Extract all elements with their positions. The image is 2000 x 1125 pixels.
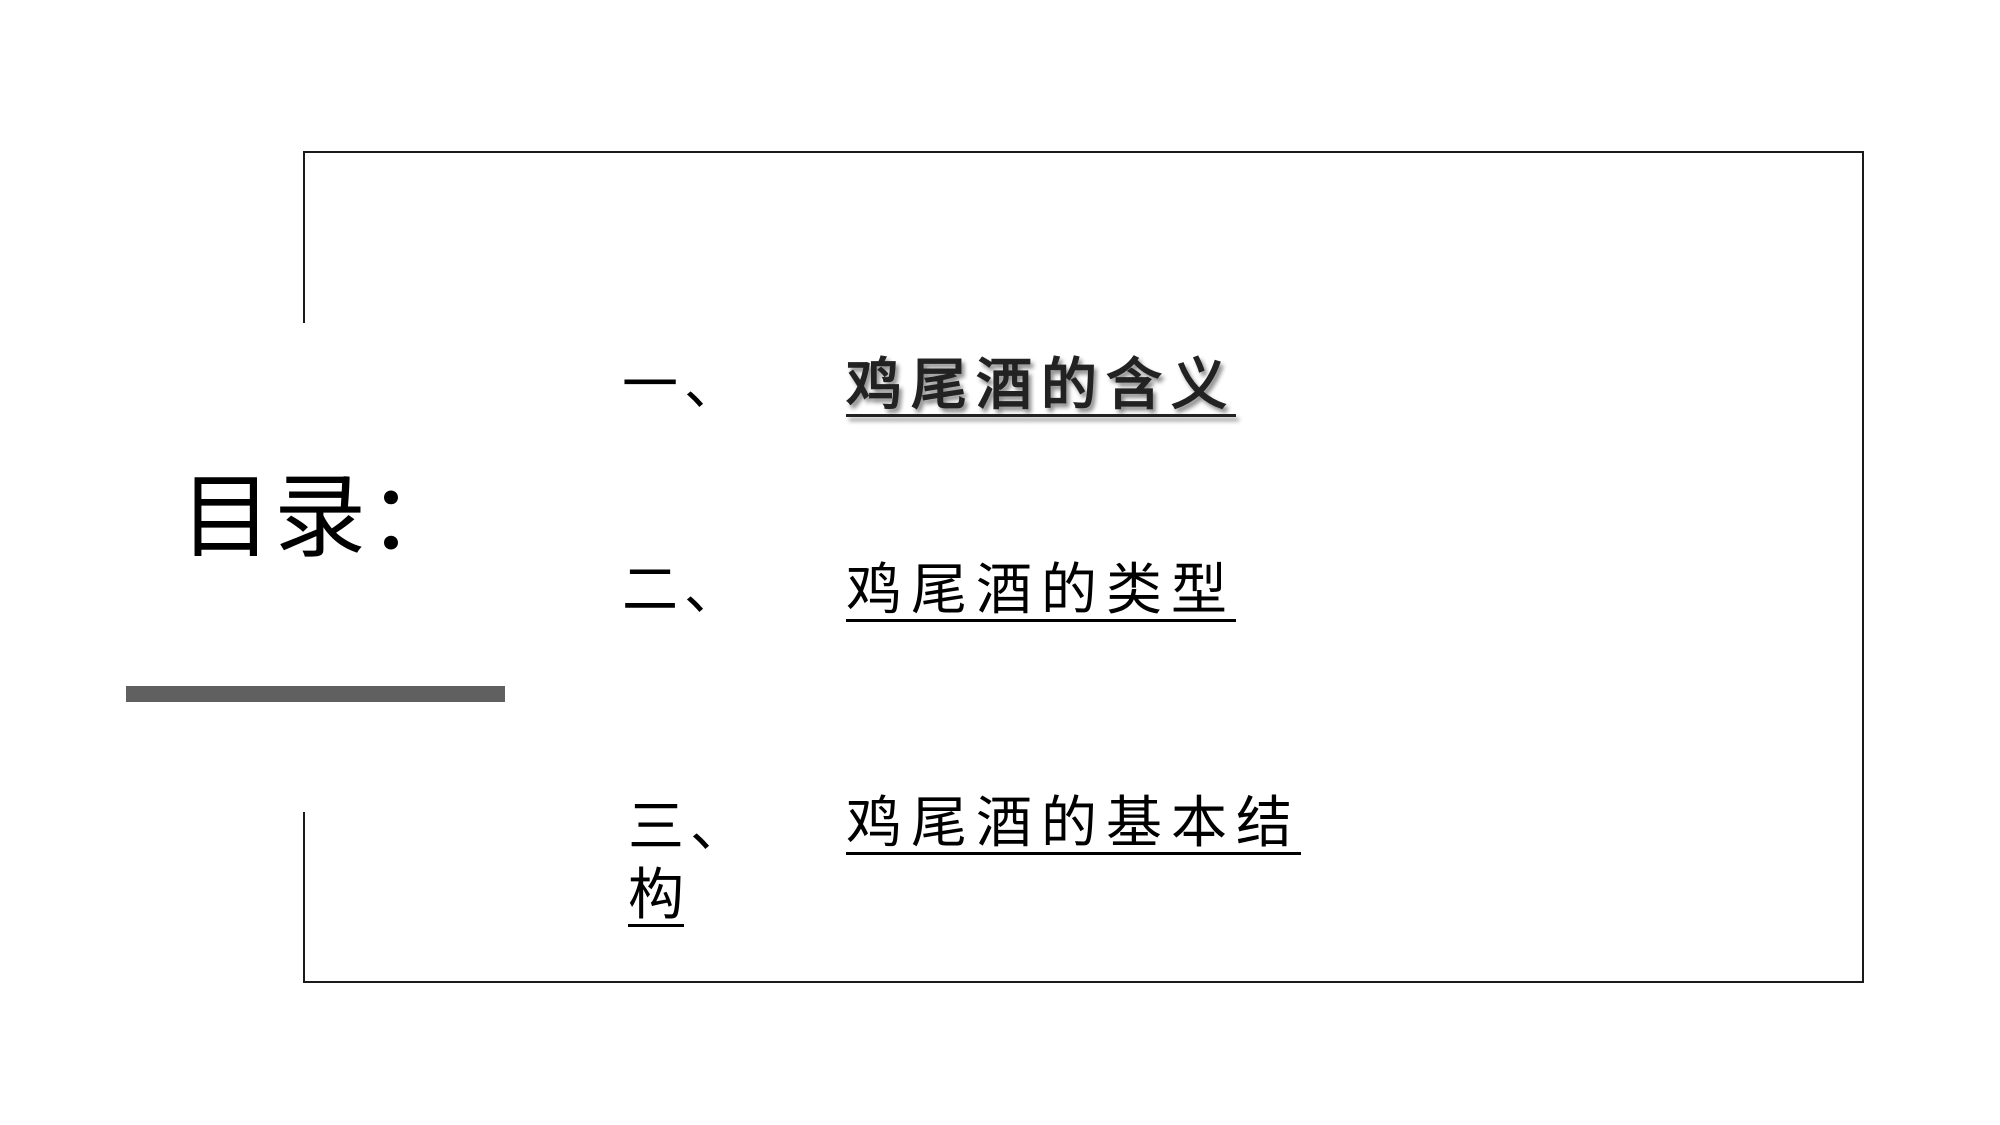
toc-title: 目录： xyxy=(180,464,463,571)
toc-item-3-link-continuation[interactable]: 构 xyxy=(628,863,684,928)
frame-left-upper-line xyxy=(303,151,305,323)
toc-item-3-link[interactable]: 鸡尾酒的基本结 xyxy=(846,791,1301,856)
toc-item-1-link[interactable]: 鸡尾酒的含义 xyxy=(846,352,1236,418)
toc-item-2-number: 二、 xyxy=(622,558,746,623)
toc-item-3-number: 三、 xyxy=(628,795,752,860)
toc-item-2-link[interactable]: 鸡尾酒的类型 xyxy=(846,558,1236,623)
frame-left-lower-line xyxy=(303,812,305,983)
title-underline-bar xyxy=(126,686,505,702)
frame-top-line xyxy=(303,151,1864,153)
toc-item-1-number: 一、 xyxy=(622,353,746,418)
frame-bottom-line xyxy=(303,981,1864,983)
frame-right-line xyxy=(1862,151,1864,983)
